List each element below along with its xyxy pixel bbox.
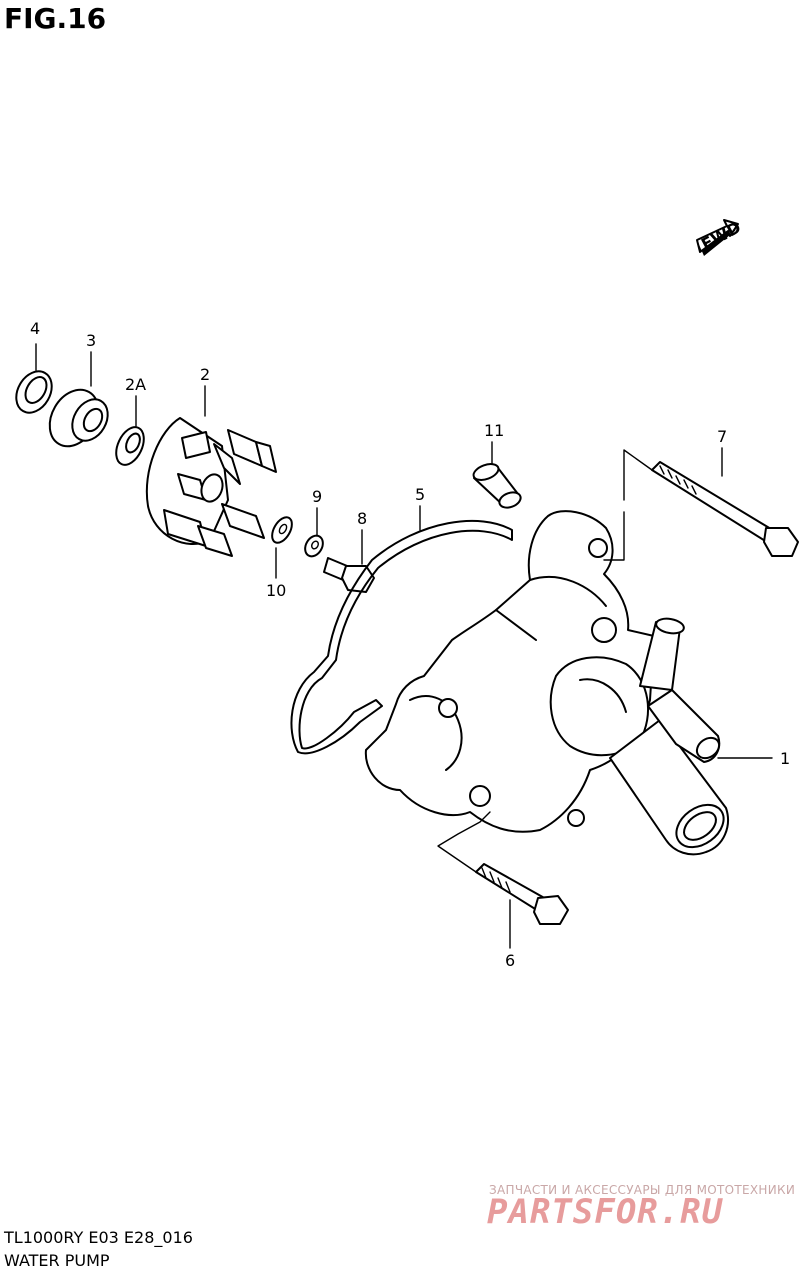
oil-seal-part-4: [15, 370, 53, 414]
callout-4: 4: [30, 319, 40, 338]
callout-7: 7: [717, 427, 727, 446]
o-ring-part-5: [290, 519, 513, 755]
callout-5: 5: [415, 485, 425, 504]
figure-title: FIG.16: [4, 2, 107, 35]
fwd-label: FWD: [698, 218, 744, 254]
impeller-part-2: [145, 417, 277, 557]
washer-part-9: [304, 534, 324, 558]
leader-7-guide: [603, 449, 653, 561]
callout-2a: 2A: [125, 375, 146, 394]
water-pump-housing-part-1: [364, 510, 729, 856]
mechanical-seal-part-3: [48, 388, 109, 448]
model-code: TL1000RY E03 E28_016: [4, 1228, 193, 1247]
callout-9: 9: [312, 487, 322, 506]
callout-1: 1: [780, 749, 790, 768]
section-name: WATER PUMP: [4, 1251, 110, 1270]
callout-2: 2: [200, 365, 210, 384]
washer-part-10: [271, 516, 293, 544]
watermark-brand-logo: PARTSFOR.RU: [487, 1192, 724, 1232]
long-bolt-part-7: [651, 461, 799, 557]
watermark-tagline: ЗАПЧАСТИ И АКСЕССУАРЫ ДЛЯ МОТОТЕХНИКИ: [489, 1183, 796, 1197]
bolt-part-6: [475, 863, 569, 925]
seal-ring-part-2a: [115, 426, 145, 466]
callout-8: 8: [357, 509, 367, 528]
callout-11: 11: [484, 421, 504, 440]
leader-6-guide: [437, 811, 491, 873]
callout-6: 6: [505, 951, 515, 970]
callout-10: 10: [266, 581, 286, 600]
dowel-pin-part-11: [472, 463, 522, 509]
fwd-arrow-icon: FWD: [696, 218, 744, 256]
bolt-part-8: [323, 557, 375, 593]
callout-3: 3: [86, 331, 96, 350]
